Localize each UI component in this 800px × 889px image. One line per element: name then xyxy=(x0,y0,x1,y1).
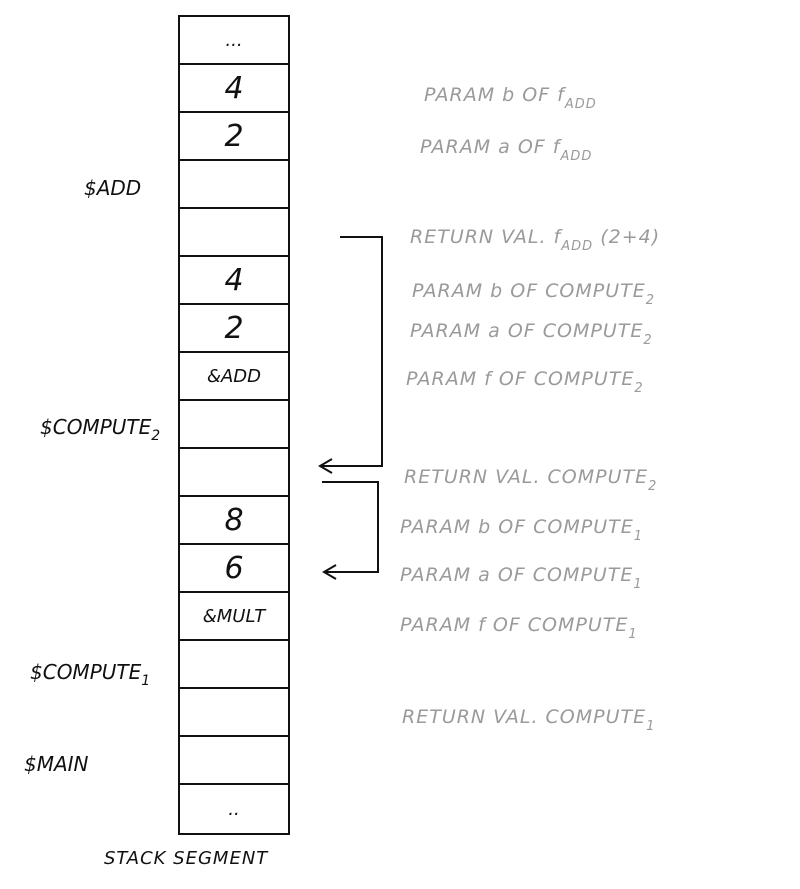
stack-cell xyxy=(180,737,288,785)
annotation-text: RETURN VAL. f xyxy=(410,226,562,248)
stack-caption: STACK SEGMENT xyxy=(104,848,269,869)
annotation-subscript: 2 xyxy=(643,333,653,348)
annotation: RETURN VAL. COMPUTE2 xyxy=(404,466,657,494)
annotation: PARAM b OF COMPUTE2 xyxy=(412,280,655,308)
stack-cell: 4 xyxy=(180,65,288,113)
frame-label-compute-1: $COMPUTE1 xyxy=(30,660,150,689)
annotation-text: PARAM a OF f xyxy=(420,136,561,158)
annotation-subscript: ADD xyxy=(560,149,593,164)
annotation-subscript: 2 xyxy=(645,293,656,308)
annotation-text: RETURN VAL. COMPUTE xyxy=(402,706,647,728)
frame-label-main: $MAIN xyxy=(24,752,89,776)
stack-cell xyxy=(180,161,288,209)
annotation: RETURN VAL. COMPUTE1 xyxy=(402,706,655,734)
stack-cell: &ADD xyxy=(180,353,288,401)
annotation-subscript: 1 xyxy=(628,627,638,642)
stack-cell xyxy=(180,209,288,257)
annotation-subscript: ADD xyxy=(564,97,597,112)
frame-label-subscript: 1 xyxy=(141,673,151,689)
frame-label-text: $COMPUTE xyxy=(40,415,152,439)
stack-cell xyxy=(180,641,288,689)
stack-cell: .. xyxy=(228,798,240,820)
annotation: PARAM b OF COMPUTE1 xyxy=(400,516,643,544)
annotation-text: PARAM a OF COMPUTE xyxy=(400,564,634,586)
annotation-text: PARAM b OF COMPUTE xyxy=(400,516,634,538)
stack-cell: 8 xyxy=(180,497,288,545)
stack-cell xyxy=(180,401,288,449)
annotation-subscript: 1 xyxy=(646,719,656,734)
annotation-text: RETURN VAL. COMPUTE xyxy=(404,466,649,488)
stack-cell: ... xyxy=(180,17,288,65)
annotation: PARAM a OF COMPUTE1 xyxy=(400,564,643,592)
frame-label-text: $ADD xyxy=(84,176,142,200)
annotation-text: PARAM f OF COMPUTE xyxy=(406,368,635,390)
stack-cell xyxy=(180,689,288,737)
frame-label-text: $MAIN xyxy=(24,752,89,776)
annotation-text: PARAM f OF COMPUTE xyxy=(400,614,629,636)
annotation-text: PARAM b OF COMPUTE xyxy=(412,280,646,302)
annotation-text: PARAM a OF COMPUTE xyxy=(410,320,644,342)
stack-segment: ... 4 2 4 2 &ADD 8 6 &MULT .. xyxy=(178,15,290,835)
annotation: PARAM f OF COMPUTE2 xyxy=(406,368,644,396)
frame-label-text: $COMPUTE xyxy=(30,660,142,684)
stack-cell: 2 xyxy=(180,305,288,353)
stack-cell xyxy=(180,449,288,497)
return-arrow-add-to-compute2 xyxy=(318,236,383,474)
annotation: RETURN VAL. fADD (2+4) xyxy=(410,226,660,254)
frame-label-add: $ADD xyxy=(84,176,141,200)
annotation-tail: (2+4) xyxy=(593,226,661,248)
annotation-subscript: 2 xyxy=(634,381,644,396)
stack-cell: 4 xyxy=(180,257,288,305)
annotation-subscript: ADD xyxy=(561,239,594,254)
annotation-text: PARAM b OF f xyxy=(424,84,565,106)
annotation-subscript: 1 xyxy=(633,577,643,592)
stack-cell: 6 xyxy=(180,545,288,593)
annotation: PARAM f OF COMPUTE1 xyxy=(400,614,638,642)
return-arrow-compute2-to-compute1 xyxy=(322,481,379,580)
annotation-subscript: 1 xyxy=(633,529,644,544)
frame-label-compute-2: $COMPUTE2 xyxy=(40,415,160,444)
stack-cell: &MULT xyxy=(180,593,288,641)
annotation: PARAM a OF fADD xyxy=(420,136,592,164)
frame-label-subscript: 2 xyxy=(151,428,161,444)
stack-cell: 2 xyxy=(180,113,288,161)
annotation-subscript: 2 xyxy=(648,479,658,494)
annotation: PARAM a OF COMPUTE2 xyxy=(410,320,653,348)
annotation: PARAM b OF fADD xyxy=(424,84,597,112)
